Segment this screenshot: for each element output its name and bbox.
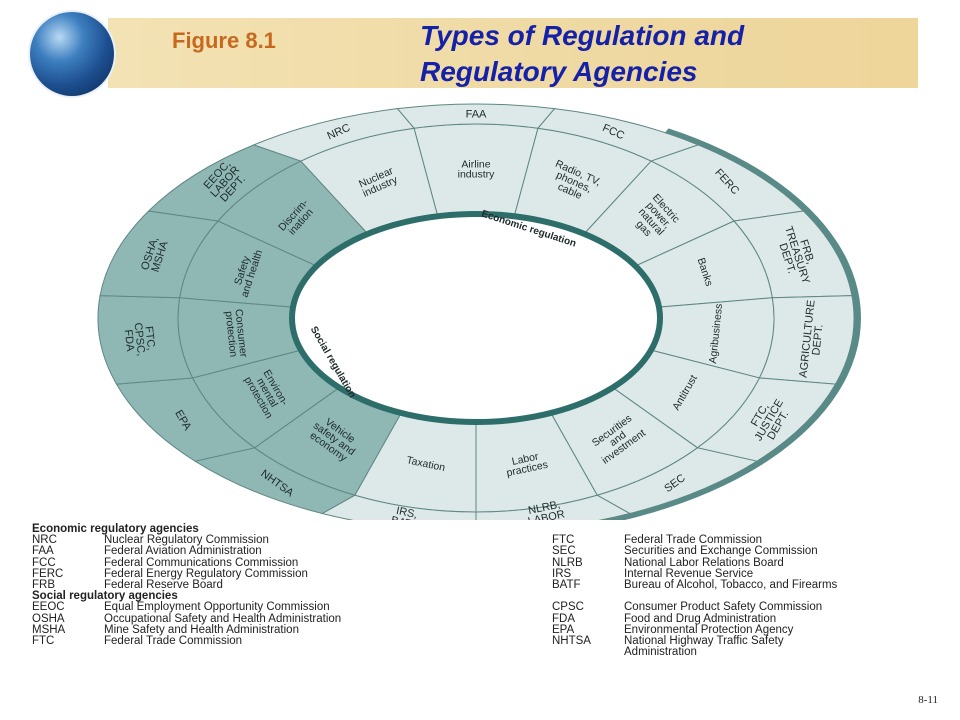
legend-abbr: FRB [32,579,55,592]
title-line-2: Regulatory Agencies [420,56,698,87]
legend-abbr: FDA [552,612,575,625]
legend-abbr: FTC [552,534,575,547]
legend-name: Federal Trade Commission [104,635,243,648]
legend-social-left: EEOC Equal Employment Opportunity Commiss… [32,602,554,647]
segment-label-line: LABOR [527,508,566,520]
legend-row: CPSC Consumer Product Safety Commission [552,601,960,614]
legend-social-title: Social regulatory agencies [32,590,178,603]
legend-abbr: OSHA [32,612,65,625]
segment-label-line: industry [458,168,496,180]
outer-segment-label: NLRB,LABORDEPT. [525,498,568,520]
inner-segment-label: Consumerprotection [222,308,249,359]
legend-row: FTC Federal Trade Commission [552,534,960,547]
outer-segment-label: FAA [466,109,487,121]
outer-segment-label: FRB,TREASURYDEPT. [772,222,822,290]
legend-row: FDA Food and Drug Administration [552,612,960,625]
legend-name: Environmental Protection Agency [624,623,794,636]
legend-row: MSHA Mine Safety and Health Administratio… [32,623,554,636]
slide-title: Types of Regulation and Regulatory Agenc… [420,18,744,90]
legend-row: NRC Nuclear Regulatory Commission [32,534,554,547]
world-map-background [108,18,918,88]
legend-name: Occupational Safety and Health Administr… [104,612,342,625]
legend-abbr: FAA [32,545,54,558]
legend-left-column: Economic regulatory agencies NRC Nuclear … [32,523,554,647]
legend-name: Federal Reserve Board [104,579,223,592]
legend-name: Mine Safety and Health Administration [104,623,299,636]
legend-abbr [552,647,624,658]
segment-label-line: Consumer [232,308,249,358]
legend-name: Securities and Exchange Commission [624,545,818,558]
legend-abbr: NLRB [552,556,583,569]
segment-label-line: BATF [390,515,419,520]
legend-row: FAA Federal Aviation Administration [32,545,554,558]
legend-name: Nuclear Regulatory Commission [104,534,269,547]
legend-row: Administration [552,646,960,659]
legend-abbr: SEC [552,545,576,558]
legend-row: IRS Internal Revenue Service [552,567,960,580]
figure-label: Figure 8.1 [172,28,276,53]
legend-row: FTC Federal Trade Commission [32,635,554,648]
outer-segment-label: FTC,JUSTICEDEPT. [744,392,795,448]
legend-row: OSHA Occupational Safety and Health Admin… [32,612,554,625]
legend-abbr: FTC [32,635,55,648]
title-line-1: Types of Regulation and [420,20,745,51]
legend-abbr: EEOC [32,601,65,614]
legend-name: Internal Revenue Service [624,567,754,580]
legend-row: NLRB National Labor Relations Board [552,556,960,569]
legend-name: Federal Aviation Administration [104,545,262,558]
outer-segment [252,108,416,162]
segment-label-line: FDA [122,329,136,353]
segment-label-line: FTC, [142,326,156,352]
legend-row: FCC Federal Communications Commission [32,556,554,569]
legend-row: NHTSA National Highway Traffic Safety [552,635,960,647]
legend-economic-title: Economic regulatory agencies [32,523,199,535]
legend-abbr: IRS [552,567,572,580]
legend-name: Food and Drug Administration [624,612,777,625]
segment-label-line: Airline [461,158,490,170]
segment-label-line: DEPT. [810,324,825,356]
legend-abbr: FCC [32,556,56,569]
legend-name: Equal Employment Opportunity Commission [104,601,330,614]
outer-segment [475,494,632,520]
legend-row: EEOC Equal Employment Opportunity Commiss… [32,601,554,614]
legend-abbr: NRC [32,534,57,547]
legend-name: Federal Energy Regulatory Commission [104,567,308,580]
legend-row: BATF Bureau of Alcohol, Tobacco, and Fire… [552,579,960,591]
segment-label-line: FAA [466,109,487,121]
outer-segment-label: FTC,CPSC,FDA [121,321,157,358]
legend-abbr: BATF [552,579,581,591]
slide-number: 8-11 [918,694,938,706]
legend-abbr: FERC [32,567,64,580]
segment-label-line: Labor [511,451,540,468]
legend-name: Federal Trade Commission [624,534,763,547]
legend-row: FERC Federal Energy Regulatory Commission [32,567,554,580]
header-banner: Figure 8.1 Types of Regulation and Regul… [0,0,960,100]
legend-name: Bureau of Alcohol, Tobacco, and Firearms [624,579,838,591]
legend-name: National Labor Relations Board [624,556,784,569]
segment-label-line: CPSC, [132,322,147,357]
legend-row: EPA Environmental Protection Agency [552,623,960,636]
legend-row: SEC Securities and Exchange Commission [552,545,960,558]
outer-segment-label: IRS,BATF [390,504,422,520]
segment-label-line: protection [223,311,240,358]
legend-name: National Highway Traffic Safety [624,635,784,647]
legend-abbr: EPA [552,623,575,636]
legend-abbr: NHTSA [552,635,591,647]
globe-icon [30,12,114,96]
legend-name: Federal Communications Commission [104,556,299,569]
legend-name: Consumer Product Safety Commission [624,601,823,614]
legend-abbr: CPSC [552,601,584,614]
segment-label-line: IRS, [395,505,418,520]
center-ring [289,211,663,425]
inner-segment-label: Laborpractices [503,449,549,479]
legend-row: FRB Federal Reserve Board [32,579,554,592]
legend-abbr: MSHA [32,623,66,636]
legend-name: Administration [624,646,697,659]
